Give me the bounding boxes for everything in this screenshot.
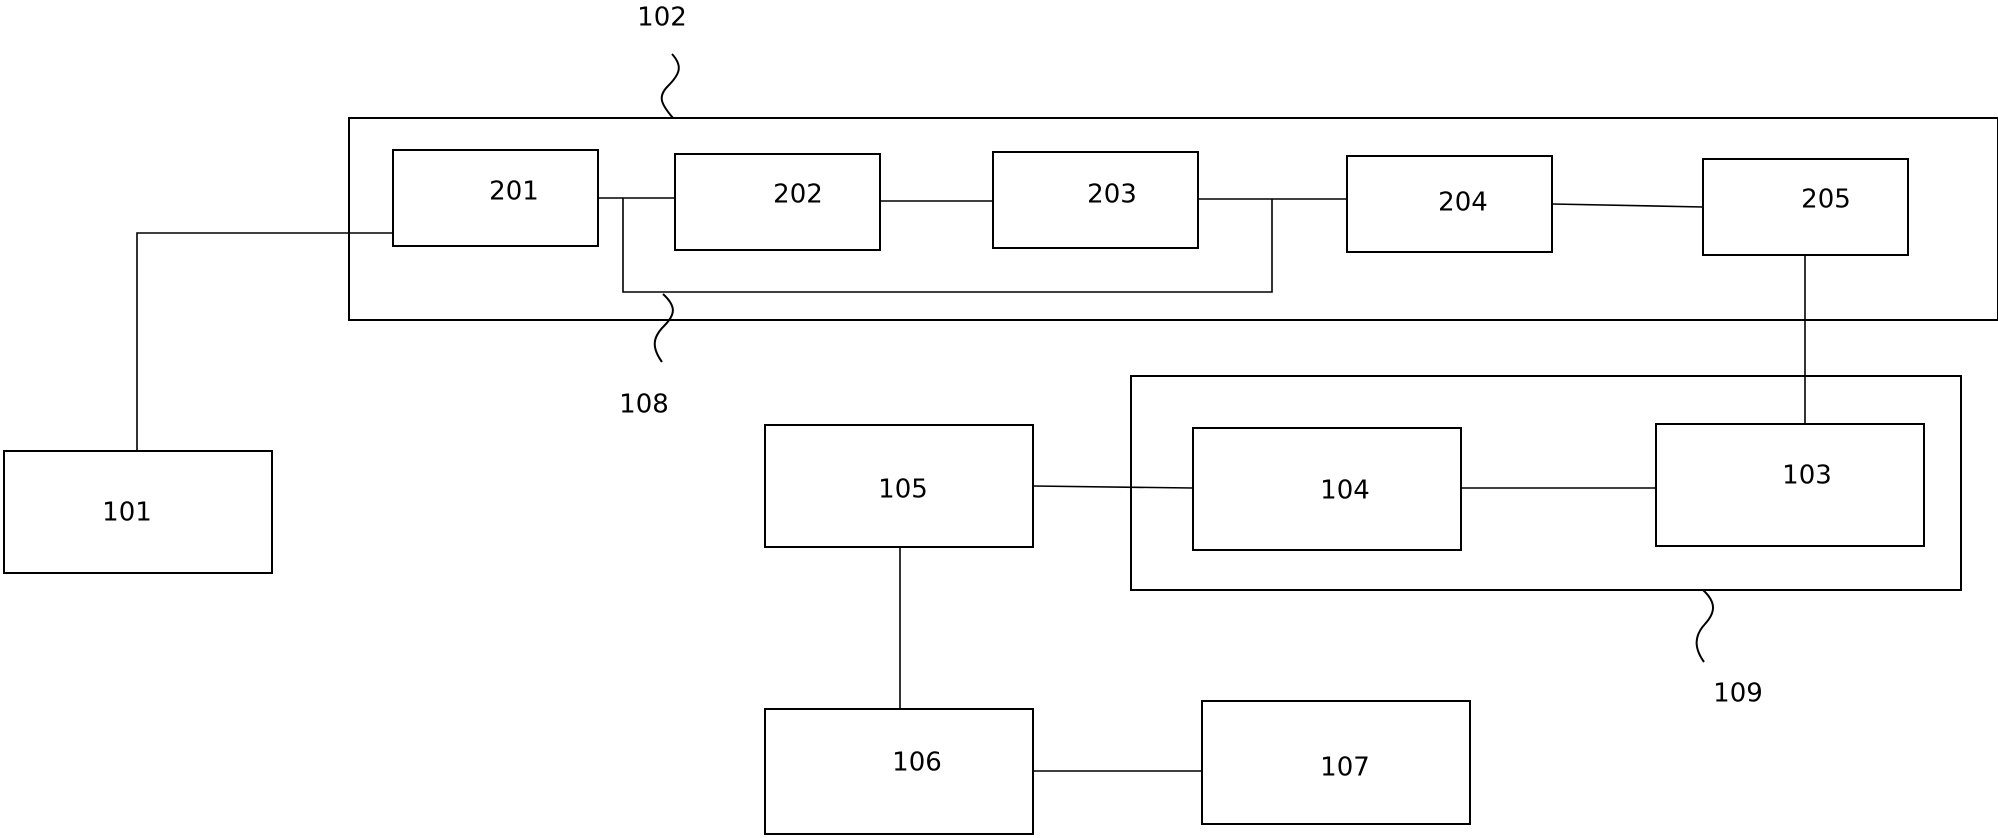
label-103: 103: [1782, 461, 1832, 491]
connector-bypass-loop: [622, 198, 1273, 293]
connector-204-205: [1551, 203, 1704, 208]
block-101: [3, 450, 273, 574]
container-109: [1130, 375, 1962, 591]
block-103: [1655, 423, 1925, 547]
container-102: [348, 117, 1998, 321]
label-107: 107: [1320, 753, 1370, 783]
label-204: 204: [1438, 188, 1488, 218]
label-101: 101: [102, 498, 152, 528]
callout-102: 102: [637, 3, 687, 33]
connector-101-201: [136, 232, 393, 451]
callout-109: 109: [1713, 679, 1763, 709]
block-104: [1192, 427, 1462, 551]
label-105: 105: [878, 475, 928, 505]
label-201: 201: [489, 177, 539, 207]
label-106: 106: [892, 748, 942, 778]
leader-108: [653, 293, 674, 363]
block-202: [674, 153, 881, 251]
block-203: [992, 151, 1199, 249]
leader-109: [1695, 589, 1714, 663]
leader-102: [660, 53, 680, 119]
label-104: 104: [1320, 476, 1370, 506]
label-202: 202: [773, 180, 823, 210]
connector-105-104: [1032, 485, 1194, 489]
label-203: 203: [1087, 180, 1137, 210]
label-205: 205: [1801, 185, 1851, 215]
callout-108: 108: [619, 390, 669, 420]
block-107: [1201, 700, 1471, 825]
